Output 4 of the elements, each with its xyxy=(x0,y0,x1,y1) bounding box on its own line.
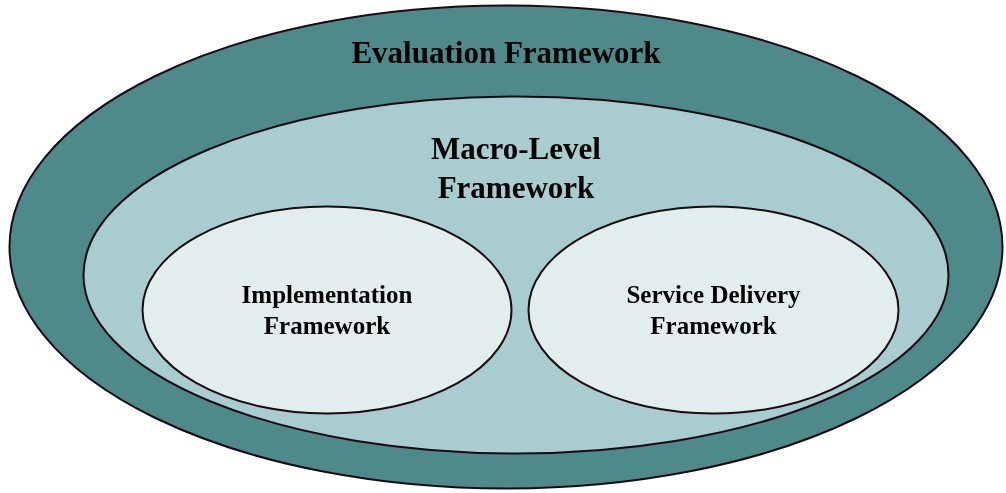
framework-label: Service Delivery Framework xyxy=(625,279,802,341)
framework-label: Macro-Level Framework xyxy=(430,130,602,207)
framework-label: Evaluation Framework xyxy=(351,34,661,72)
framework-label: Implementation Framework xyxy=(240,279,414,341)
